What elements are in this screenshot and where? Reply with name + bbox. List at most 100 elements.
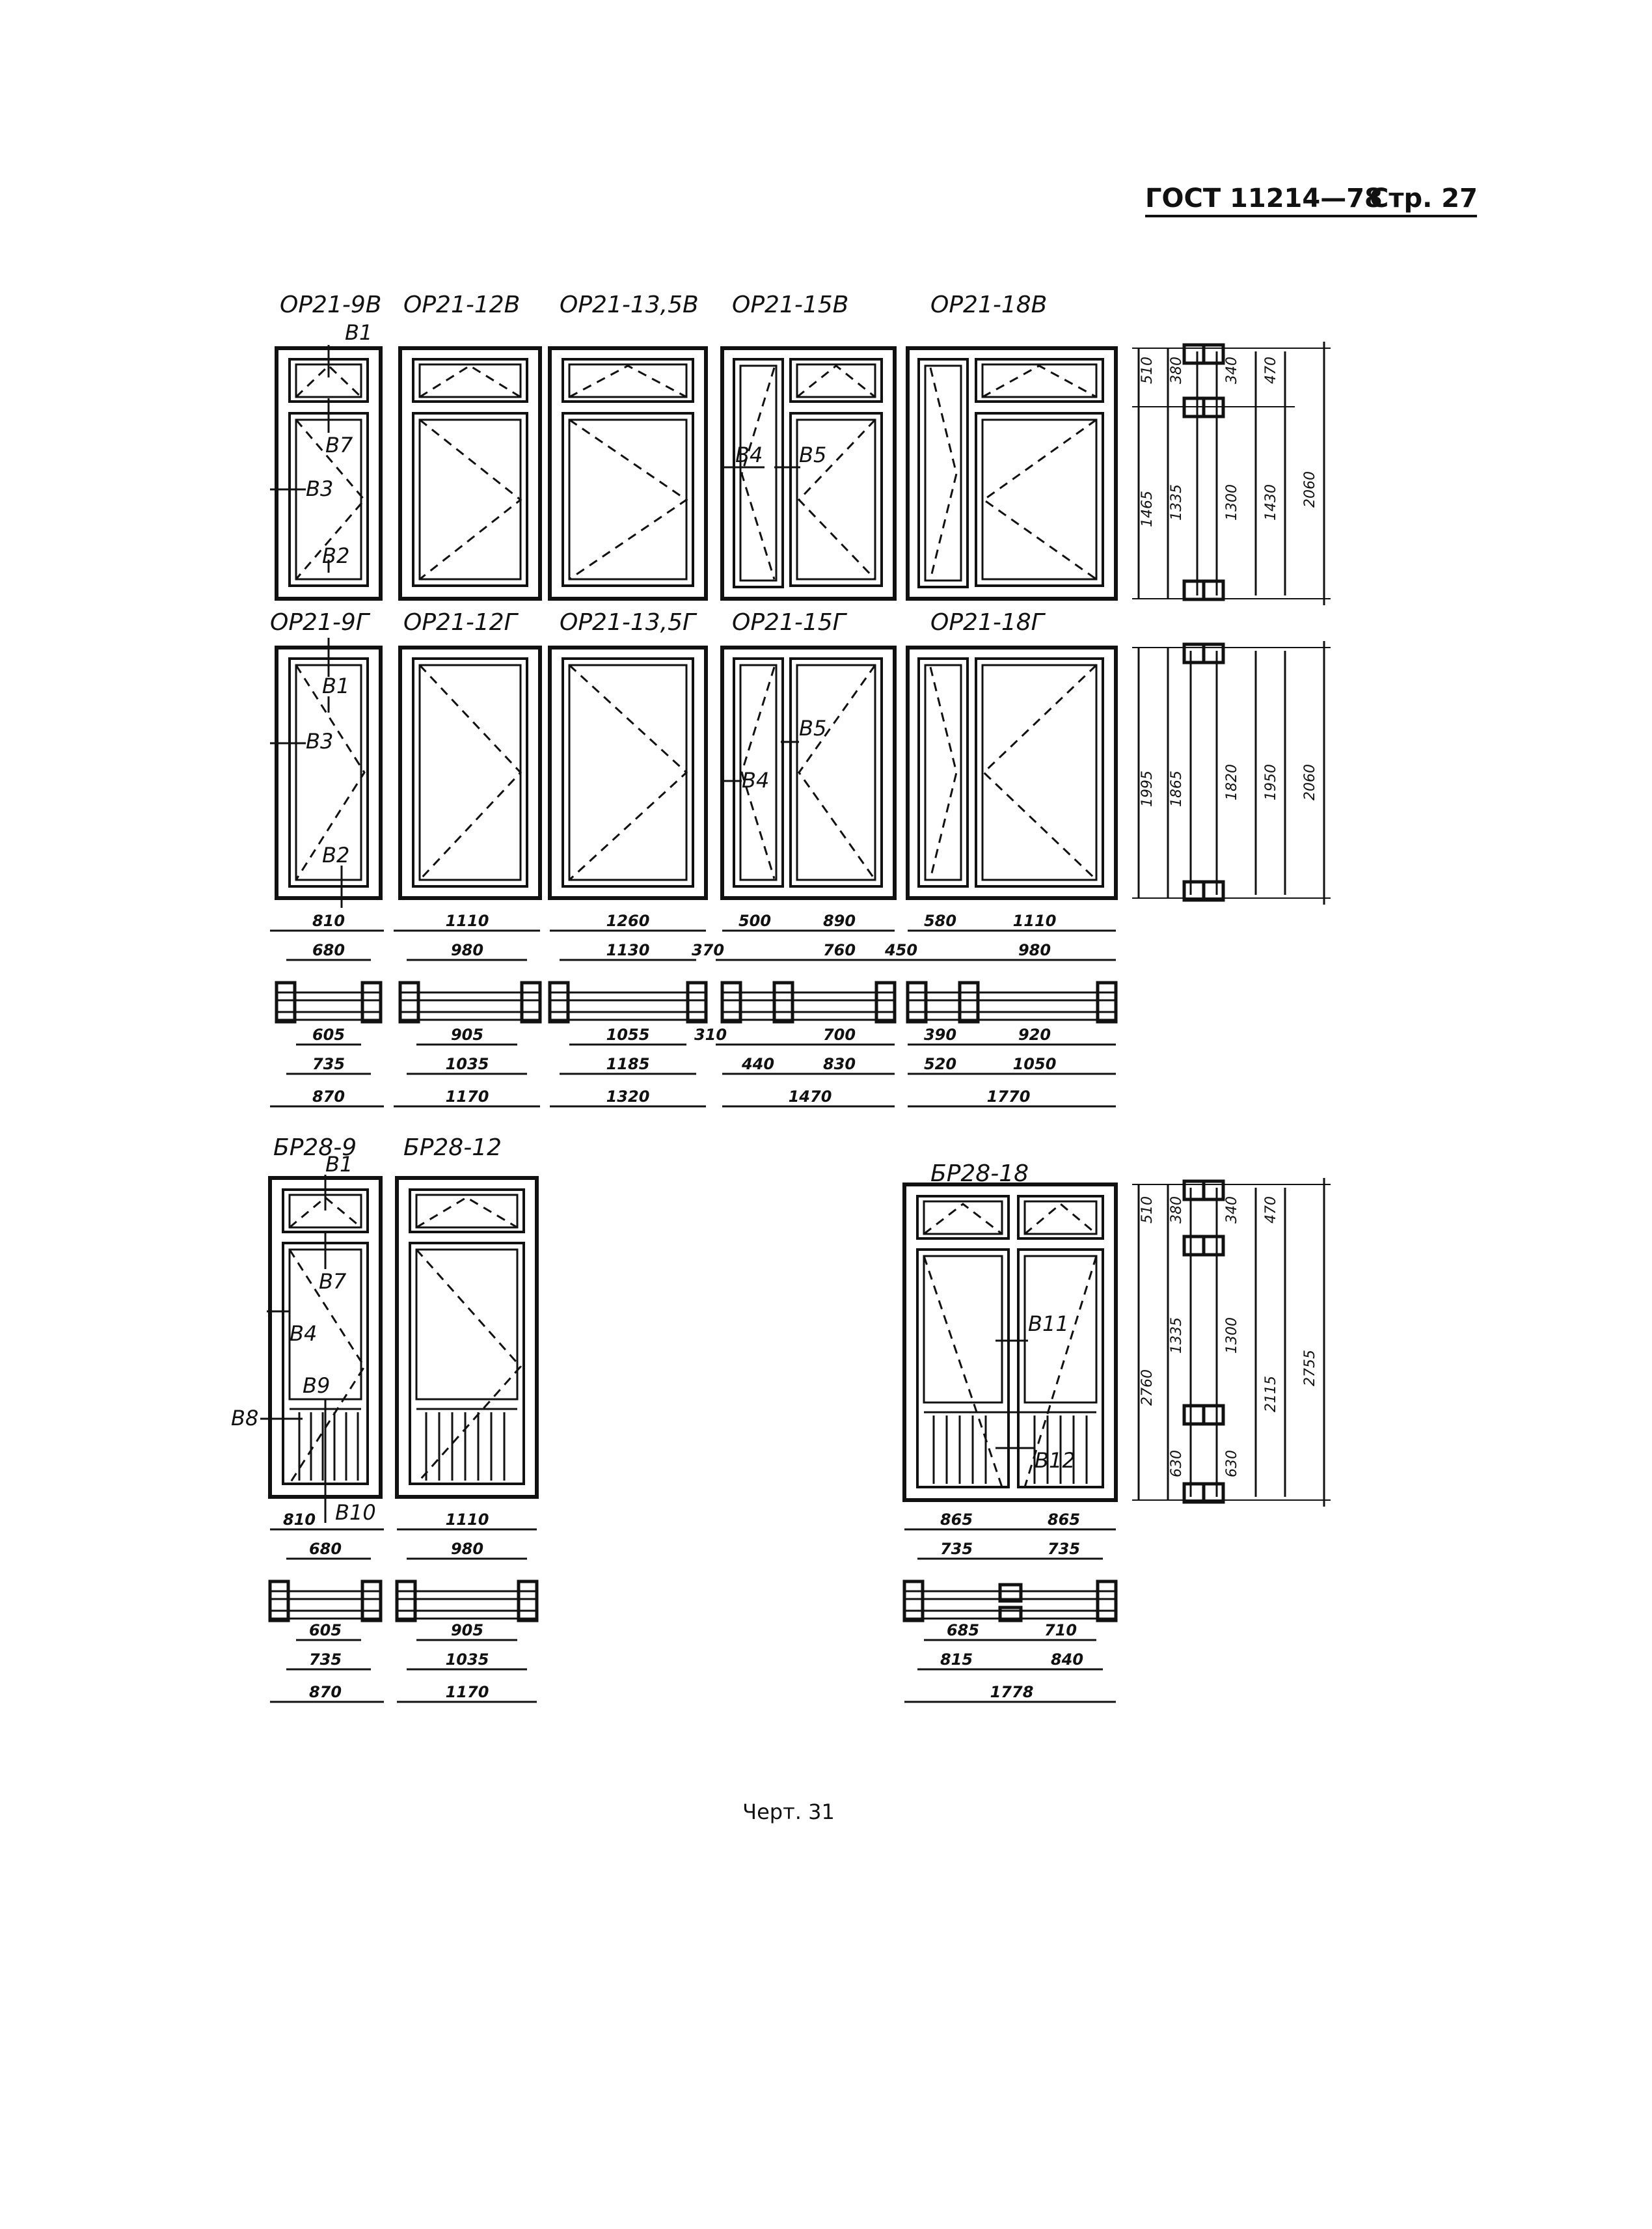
label-br28-12: БР28-12 <box>403 1134 502 1161</box>
w15-top1: 500 <box>738 912 771 930</box>
w18-top2a: 450 <box>884 941 917 959</box>
balcony-labels: БР28-9 БР28-12 БР28-18 <box>273 1134 1029 1187</box>
dim-2060-g: 2060 <box>1302 764 1318 800</box>
mark-g-b4: В4 <box>742 768 769 793</box>
br18-top1a: 865 <box>940 1511 973 1529</box>
br-dim-2755: 2755 <box>1302 1350 1318 1386</box>
section-balcony-dims: 510 380 340 470 2760 1335 1300 2115 630 … <box>1139 1196 1318 1477</box>
br-dim-340: 340 <box>1224 1196 1240 1224</box>
br-dim-380: 380 <box>1169 1196 1185 1224</box>
br18-bot1a: 685 <box>947 1621 979 1639</box>
label-or21-9g: ОР21-9Г <box>270 609 371 636</box>
w18-top1: 580 <box>924 912 956 930</box>
w15-top2a: 370 <box>692 941 724 959</box>
window-or21-15v <box>720 346 897 601</box>
mark-br-b4: В4 <box>290 1321 317 1346</box>
dim-340: 340 <box>1224 357 1240 384</box>
row-g-windows <box>275 646 1118 900</box>
door-18-panel <box>924 1411 1096 1484</box>
mark-b5: В5 <box>799 443 826 467</box>
mark-g-b2: В2 <box>322 843 349 868</box>
mark-br-b9: В9 <box>303 1373 330 1398</box>
br-dim-630: 630 <box>1169 1450 1185 1477</box>
row-g-labels: ОР21-9Г ОР21-12Г ОР21-13,5Г ОР21-15Г ОР2… <box>270 609 1046 636</box>
label-or21-12g: ОР21-12Г <box>403 609 519 636</box>
dim-510: 510 <box>1139 357 1156 384</box>
row-v-leaders <box>270 345 800 573</box>
w15-top2b: 760 <box>823 941 856 959</box>
br18-top1b: 865 <box>1048 1511 1080 1529</box>
dim-2060-v: 2060 <box>1302 471 1318 508</box>
dim-470: 470 <box>1263 357 1279 384</box>
w18-bot2a: 520 <box>924 1055 956 1073</box>
label-or21-9v: ОР21-9В <box>280 292 381 318</box>
w135-bot1: 1055 <box>606 1026 650 1044</box>
section-v <box>1132 342 1331 605</box>
label-or21-15v: ОР21-15В <box>732 292 848 318</box>
w15-top1b: 890 <box>823 912 856 930</box>
mark-b4: В4 <box>735 443 763 467</box>
w9-top2: 680 <box>312 941 345 959</box>
w12-bot2: 1035 <box>446 1055 489 1073</box>
br9-bot3: 870 <box>309 1683 342 1701</box>
label-or21-18g: ОР21-18Г <box>930 609 1046 636</box>
br18-bot3: 1778 <box>990 1683 1034 1701</box>
w135-top2: 1130 <box>606 941 650 959</box>
plan-sections <box>270 929 1118 1108</box>
dim-1950: 1950 <box>1263 764 1279 800</box>
w18-bot3: 1770 <box>987 1087 1031 1106</box>
row-v-windows <box>275 346 1118 601</box>
br12-bot1: 905 <box>451 1621 483 1639</box>
w18-top1b: 1110 <box>1013 912 1057 930</box>
w135-bot2: 1185 <box>606 1055 650 1073</box>
br18-bot1b: 710 <box>1044 1621 1077 1639</box>
br18-top2b: 735 <box>1048 1540 1080 1558</box>
balcony-marks: В1 В7 В4 В9 В8 В10 В11 В12 <box>231 1152 1076 1525</box>
dim-1865: 1865 <box>1169 771 1185 807</box>
window-or21-15g <box>720 646 897 900</box>
br-dim-2115: 2115 <box>1263 1376 1279 1412</box>
row-g-leaders <box>270 638 799 908</box>
br-dim-1335: 1335 <box>1169 1317 1185 1354</box>
w12-bot3: 1170 <box>446 1087 489 1106</box>
br12-top2: 980 <box>451 1540 483 1558</box>
figure-caption: Черт. 31 <box>742 1799 835 1824</box>
w135-bot3: 1320 <box>606 1087 650 1106</box>
w9-bot1: 605 <box>312 1026 345 1044</box>
mark-b2: В2 <box>322 543 349 568</box>
label-or21-12v: ОР21-12В <box>403 292 520 318</box>
w15-bot1b: 700 <box>823 1026 856 1044</box>
section-balcony <box>1132 1178 1331 1507</box>
label-or21-135g: ОР21-13,5Г <box>560 609 697 636</box>
w12-top2: 980 <box>451 941 483 959</box>
balcony-leaders <box>260 1175 1035 1523</box>
w12-top1: 1110 <box>446 912 489 930</box>
dim-1300: 1300 <box>1224 484 1240 521</box>
window-or21-135v <box>548 346 708 601</box>
w18-bot2b: 1050 <box>1013 1055 1057 1073</box>
door-12-panel <box>416 1408 517 1481</box>
w12-bot1: 905 <box>451 1026 483 1044</box>
label-or21-15g: ОР21-15Г <box>732 609 848 636</box>
br9-bot1: 605 <box>309 1621 342 1639</box>
section-g <box>1132 641 1331 905</box>
br-dim-470: 470 <box>1263 1196 1279 1224</box>
row-v-labels: ОР21-9В ОР21-12В ОР21-13,5В ОР21-15В ОР2… <box>280 292 1047 318</box>
door-br28-18 <box>902 1183 1118 1502</box>
label-br28-9: БР28-9 <box>273 1134 357 1161</box>
section-v-dims: 510 380 340 470 1465 1335 1300 1430 2060 <box>1139 357 1318 527</box>
br12-bot2: 1035 <box>446 1650 489 1669</box>
mark-g-b3: В3 <box>306 729 333 754</box>
balcony-plan-dims: 810 680 605 735 870 1110 980 905 1035 11… <box>283 1511 1083 1701</box>
br18-bot2b: 840 <box>1051 1650 1083 1669</box>
br12-top1: 1110 <box>446 1511 489 1529</box>
w15-bot3: 1470 <box>789 1087 832 1106</box>
dim-1335: 1335 <box>1169 484 1185 521</box>
mark-br-b10: В10 <box>335 1500 376 1525</box>
w9-bot3: 870 <box>312 1087 345 1106</box>
window-or21-12g <box>398 646 542 900</box>
balcony-plans <box>268 1528 1118 1703</box>
section-g-dims: 1995 1865 1820 1950 2060 <box>1139 764 1318 807</box>
w15-bot1a: 310 <box>694 1026 727 1044</box>
